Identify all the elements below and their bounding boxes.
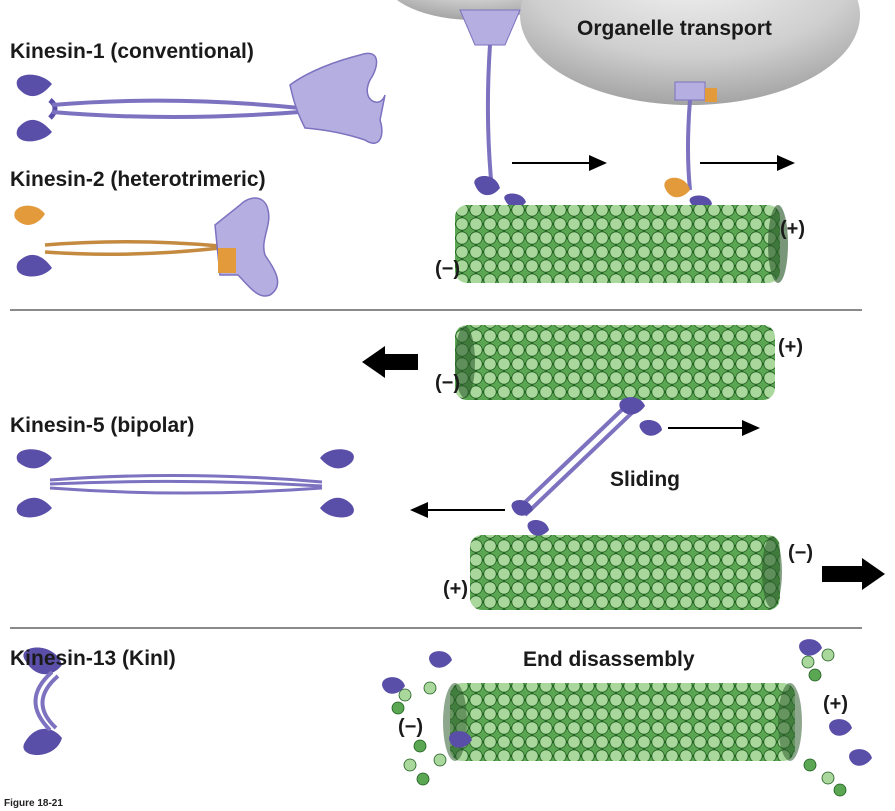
minus-end-label-2: (−): [435, 372, 460, 394]
plus-end-label-2: (+): [778, 336, 803, 358]
microtubule-disassembly: [443, 683, 802, 761]
organelle-transport-label: Organelle transport: [577, 17, 772, 40]
kinesin1-title: Kinesin-1 (conventional): [10, 40, 254, 63]
bold-arrow-right: [822, 558, 885, 590]
minus-end-label-4: (−): [398, 716, 423, 738]
section-divider-1: [10, 309, 862, 311]
section-divider-2: [10, 627, 862, 629]
microtubule-sliding-top: [455, 325, 775, 400]
transport-motor-kinesin2: [664, 81, 717, 210]
bipolar-motor: [511, 397, 662, 536]
kinesin1-molecule: [16, 52, 386, 144]
plus-end-label-4: (+): [823, 693, 848, 715]
kinesin2-title: Kinesin-2 (heterotrimeric): [10, 168, 266, 191]
free-tubulin-left: [391, 681, 447, 786]
sliding-label: Sliding: [610, 468, 680, 491]
free-tubulin-right: [801, 648, 847, 797]
plus-end-label-1: (+): [780, 218, 805, 240]
minus-end-label-1: (−): [435, 258, 460, 280]
kinesin13-motors: [382, 639, 872, 766]
kinesin5-molecule: [16, 449, 354, 518]
end-disassembly-label: End disassembly: [523, 648, 695, 671]
kinesin13-molecule: [23, 647, 62, 755]
bold-arrow-left: [362, 346, 418, 378]
transport-motor-kinesin1: [459, 9, 526, 208]
minus-end-label-3: (−): [788, 542, 813, 564]
kinesin13-title: Kinesin-13 (KinI): [10, 647, 176, 670]
figure-caption: Figure 18-21: [4, 798, 63, 809]
kinesin5-title: Kinesin-5 (bipolar): [10, 414, 195, 437]
organelle-vesicle-right: [520, 0, 860, 105]
kinesin2-molecule: [14, 197, 279, 297]
microtubule-transport: [455, 205, 788, 283]
plus-end-label-3: (+): [443, 578, 468, 600]
microtubule-sliding-bottom: [470, 535, 782, 610]
